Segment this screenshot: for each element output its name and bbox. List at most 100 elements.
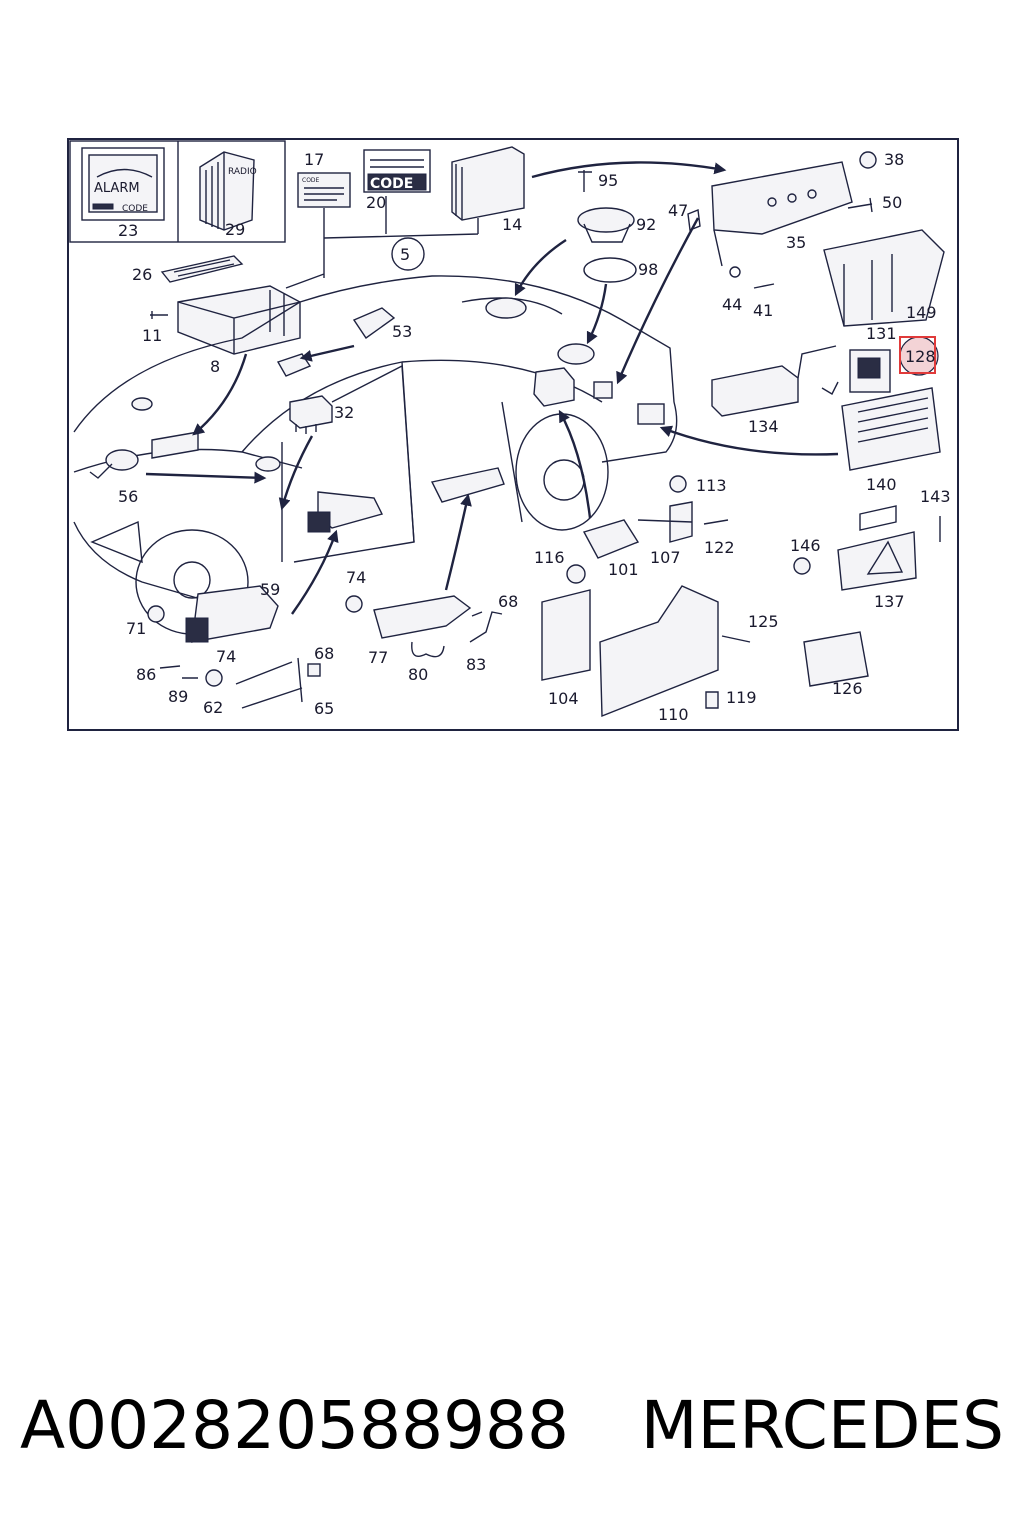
brand-name: MERCEDES — [640, 1386, 1004, 1464]
callout-95: 95 — [598, 171, 618, 190]
callout-149: 149 — [906, 303, 937, 322]
flow-arrows — [145, 161, 839, 615]
radio-label: RADIO — [228, 167, 257, 177]
callout-53: 53 — [392, 322, 412, 341]
callout-101: 101 — [608, 560, 639, 579]
callout-38: 38 — [884, 150, 904, 169]
speaker-92 — [577, 170, 637, 283]
callout-labels: 5 8 11 14 17 20 23 26 29 32 35 38 41 44 47 50 53 56 59 62 65… — [118, 150, 951, 724]
callout-77: 77 — [368, 648, 388, 667]
radio-manual-icon: RADIO — [199, 151, 257, 231]
highlight-128 — [899, 336, 939, 376]
callout-110: 110 — [658, 705, 689, 724]
bracket-137 — [793, 505, 941, 591]
bracket-110 — [599, 585, 719, 718]
dash-module — [151, 431, 199, 459]
callout-143: 143 — [920, 487, 951, 506]
code-card-icon: CODE — [297, 172, 351, 208]
leader-lines — [285, 196, 479, 289]
callout-98: 98 — [638, 260, 658, 279]
callout-86: 86 — [136, 665, 156, 684]
callout-59: 59 — [260, 580, 280, 599]
seat-module-59 — [185, 585, 279, 643]
callout-122: 122 — [704, 538, 735, 557]
radio-panel-icon: CODE — [363, 149, 431, 193]
remote-control-26 — [160, 255, 244, 283]
nut-38 — [859, 151, 877, 169]
callout-74: 74 — [216, 647, 236, 666]
callout-32: 32 — [334, 403, 354, 422]
callout-113: 113 — [696, 476, 727, 495]
callout-92: 92 — [636, 215, 656, 234]
bolt-50 — [847, 197, 873, 213]
parts-diagram: ALARM CODE RADIO CODE CODE — [67, 138, 959, 731]
car-outline — [73, 275, 678, 635]
callout-71: 71 — [126, 619, 146, 638]
door-module-77 — [373, 595, 472, 658]
callout-26: 26 — [132, 265, 152, 284]
alarm-code-label: CODE — [122, 204, 148, 214]
callout-119: 119 — [726, 688, 757, 707]
callout-134: 134 — [748, 417, 779, 436]
callout-107: 107 — [650, 548, 681, 567]
speaker-56 — [89, 397, 281, 479]
callout-56: 56 — [118, 487, 138, 506]
callout-50: 50 — [882, 193, 902, 212]
alarm-card-icon: ALARM CODE — [81, 147, 165, 221]
nut-116 — [566, 564, 586, 584]
callout-23: 23 — [118, 221, 138, 240]
amplifier-101 — [582, 519, 640, 559]
callout-116: 116 — [534, 548, 565, 567]
control-unit-14 — [451, 146, 525, 221]
callout-5-circle — [391, 237, 425, 271]
box-126 — [803, 631, 869, 687]
callout-5: 5 — [400, 245, 410, 264]
callout-104: 104 — [548, 689, 579, 708]
callout-83: 83 — [466, 655, 486, 674]
callout-128: 128 — [905, 347, 936, 366]
callout-35: 35 — [786, 233, 806, 252]
callout-41: 41 — [753, 301, 773, 320]
callout-131: 131 — [866, 324, 897, 343]
callout-65: 65 — [314, 699, 334, 718]
grommet-74 — [345, 595, 363, 613]
callout-8: 8 — [210, 357, 220, 376]
door-handles — [307, 467, 505, 533]
lower-left-hardware — [147, 605, 321, 709]
inset-boxes — [69, 140, 286, 243]
clip-107 — [637, 475, 729, 543]
unit-140 — [841, 387, 941, 471]
wiring-83 — [469, 611, 503, 643]
callout-47: 47 — [668, 201, 688, 220]
parts-diagram-svg: ALARM CODE RADIO CODE CODE — [69, 140, 951, 724]
rear-speakers — [485, 297, 665, 425]
clip-119 — [705, 691, 719, 709]
callout-137: 137 — [874, 592, 905, 611]
callout-68: 68 — [498, 592, 518, 611]
callout-80: 80 — [408, 665, 428, 684]
callout-146: 146 — [790, 536, 821, 555]
callout-140: 140 — [866, 475, 897, 494]
callout-29: 29 — [225, 220, 245, 239]
callout-20: 20 — [366, 193, 386, 212]
callout-126: 126 — [832, 679, 863, 698]
bolt-125 — [721, 635, 751, 643]
part-number: A002820588988 — [20, 1386, 570, 1464]
callout-11: 11 — [142, 326, 162, 345]
alarm-label: ALARM — [94, 181, 140, 196]
callout-17: 17 — [304, 150, 324, 169]
callout-68: 68 — [314, 644, 334, 663]
callout-125: 125 — [748, 612, 779, 631]
module-134 — [711, 345, 839, 417]
code-card-label: CODE — [302, 177, 320, 184]
callout-62: 62 — [203, 698, 223, 717]
phone-cradle-131 — [849, 349, 891, 393]
panel-code-label: CODE — [370, 176, 413, 192]
callout-74: 74 — [346, 568, 366, 587]
callout-44: 44 — [722, 295, 742, 314]
tray-149 — [823, 229, 945, 327]
callout-14: 14 — [502, 215, 522, 234]
radio-unit-8 — [177, 285, 301, 355]
switch-block-32 — [289, 395, 333, 434]
bracket-35 — [687, 161, 853, 289]
